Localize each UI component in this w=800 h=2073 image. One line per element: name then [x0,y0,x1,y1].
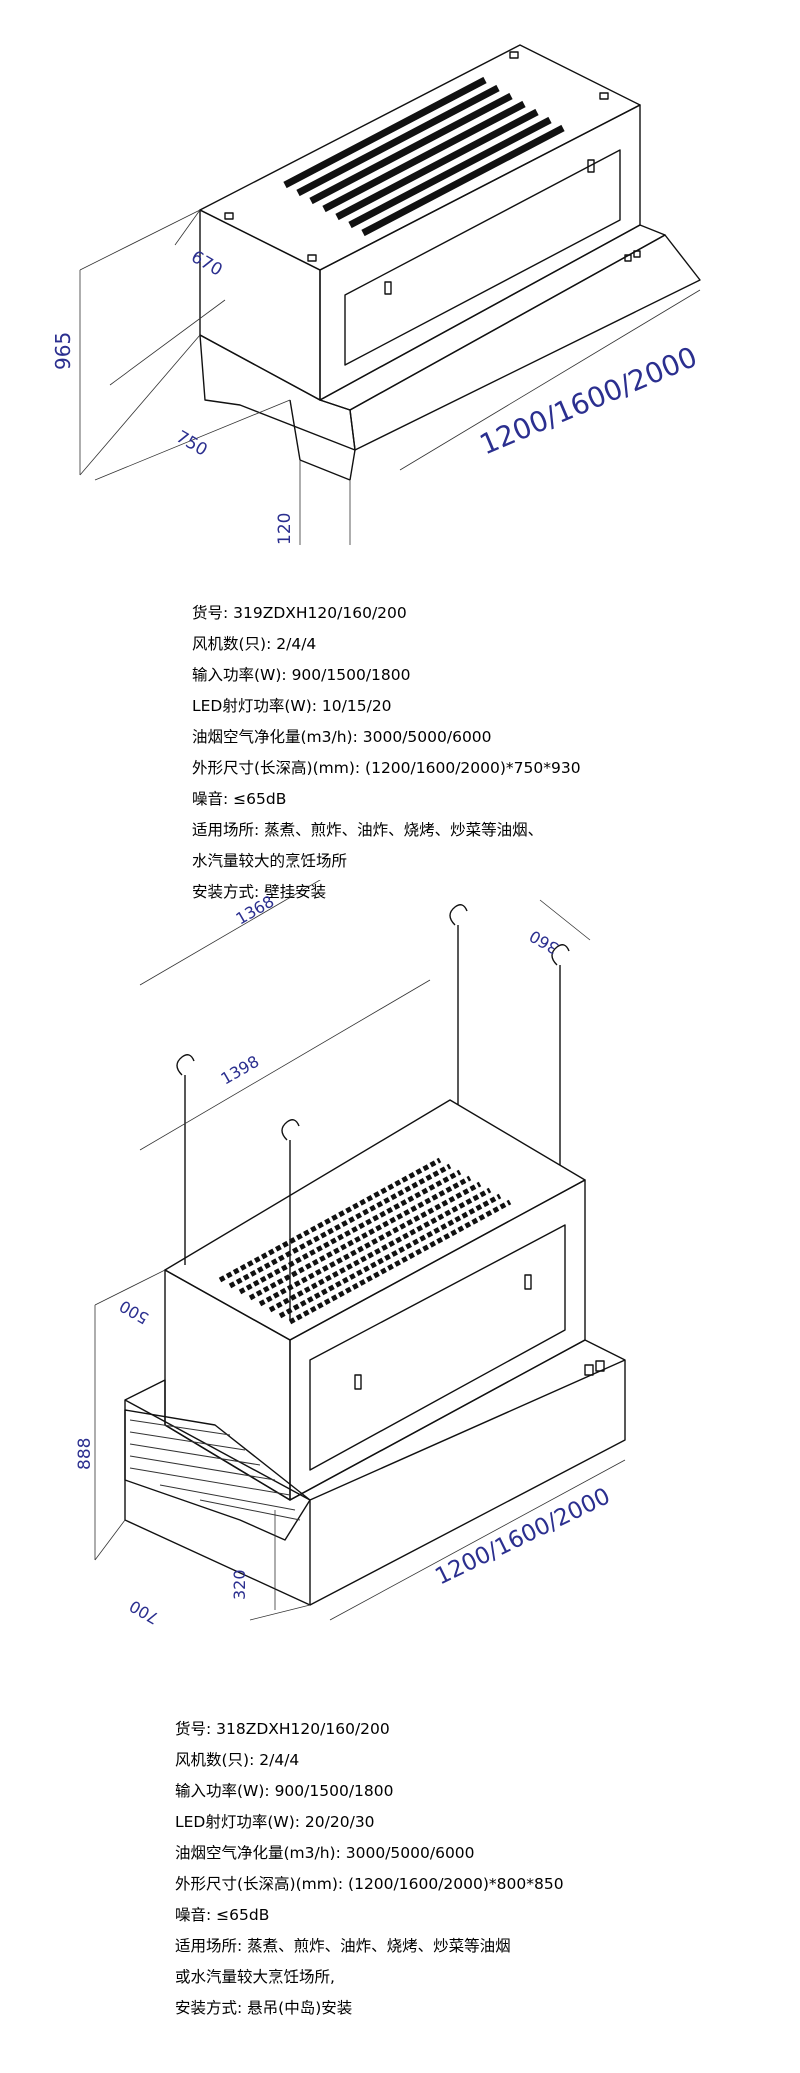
spec-line: 噪音: ≤65dB [192,790,287,808]
island-front-face [164,1269,291,1501]
dim-height: 965 [51,332,75,370]
hook-icon [551,944,570,966]
spec-line: 货号: 318ZDXH120/160/200 [175,1720,390,1738]
spec-line: 安装方式: 壁挂安装 [192,883,327,901]
dim-rod-depth: 360 [526,926,562,958]
dim-top-depth: 500 [116,1296,152,1328]
island-hood-drawing: 1368 360 1398 500 888 700 320 1200/1600/… [75,880,626,1628]
hood-side-face [319,104,641,401]
dim-depth: 670 [188,247,226,281]
dim-base-depth: 700 [126,1596,162,1628]
dim-top-length: 1398 [218,1052,263,1089]
spec-line: 输入功率(W): 900/1500/1800 [192,666,411,684]
spec-line: 适用场所: 蒸煮、煎炸、油炸、烧烤、炒菜等油烟 [175,1937,511,1955]
spec-line: 外形尺寸(长深高)(mm): (1200/1600/2000)*800*850 [175,1875,564,1893]
dim-width: 1200/1600/2000 [475,340,702,461]
dim-height: 888 [75,1438,95,1470]
spec-line: 或水汽量较大烹饪场所, [175,1968,335,1986]
hook-icon [281,1119,300,1141]
spec-line: 油烟空气净化量(m3/h): 3000/5000/6000 [175,1844,475,1862]
island-filter [124,1409,311,1541]
dim-base-depth: 750 [173,427,211,461]
spec-line: 外形尺寸(长深高)(mm): (1200/1600/2000)*750*930 [192,759,581,777]
dim-width: 1200/1600/2000 [431,1483,614,1590]
spec-line: 货号: 319ZDXH120/160/200 [192,604,407,622]
filter-hatch [129,1419,301,1521]
spec-line: 适用场所: 蒸煮、煎炸、油炸、烧烤、炒菜等油烟、 [192,821,544,839]
spec-line: LED射灯功率(W): 10/15/20 [192,697,392,715]
hook-icon [176,1054,195,1076]
dim-lip: 320 [230,1569,249,1600]
spec-line: LED射灯功率(W): 20/20/30 [175,1813,375,1831]
island-grille [218,1157,512,1325]
dim-lip: 120 [275,513,295,545]
spec-line: 风机数(只): 2/4/4 [175,1751,300,1769]
hook-icon [449,904,468,926]
spec-line: 油烟空气净化量(m3/h): 3000/5000/6000 [192,728,492,746]
wall-hood-drawing: 965 670 750 120 1200/1600/2000 [51,44,702,545]
spec-line: 风机数(只): 2/4/4 [192,635,317,653]
spec-line: 输入功率(W): 900/1500/1800 [175,1782,394,1800]
island-base [124,1339,626,1606]
spec-line: 水汽量较大的烹饪场所 [192,852,348,870]
island-hood-specs: 货号: 318ZDXH120/160/200 风机数(只): 2/4/4 输入功… [175,1714,564,2024]
wall-hood-specs: 货号: 319ZDXH120/160/200 风机数(只): 2/4/4 输入功… [192,598,581,908]
spec-line: 安装方式: 悬吊(中岛)安装 [175,1999,353,2017]
hood-side-panel [344,149,621,366]
dim-rod-length: 1368 [233,892,278,929]
hood-lip [199,334,356,451]
spec-line: 噪音: ≤65dB [175,1906,270,1924]
hood-grille [283,76,565,237]
